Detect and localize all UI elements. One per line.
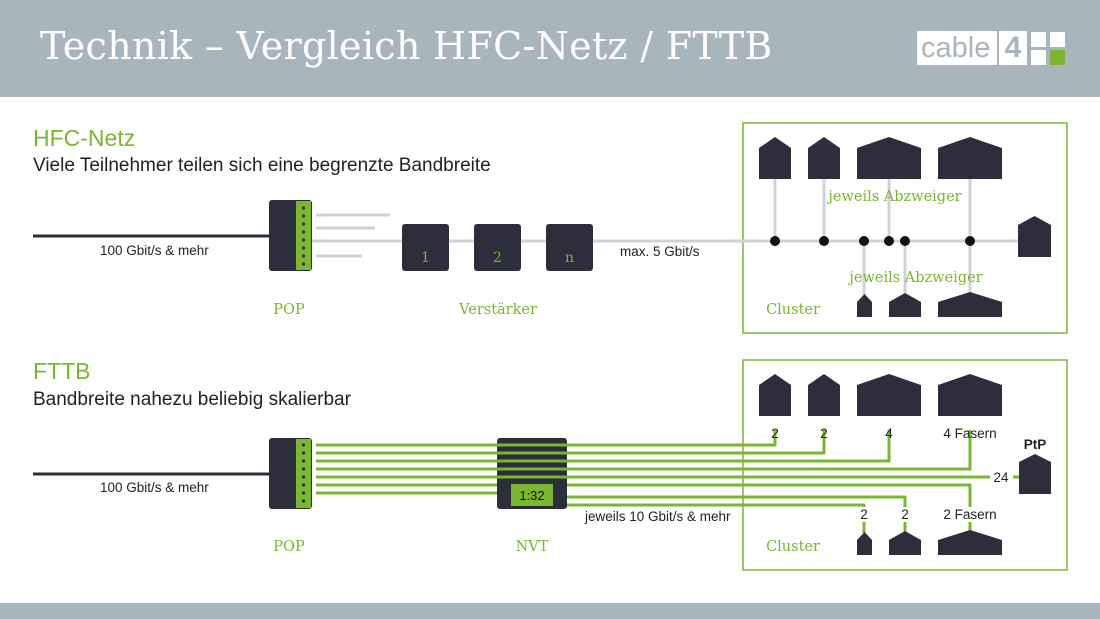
fttb-pop-ports (301, 443, 306, 503)
hfc-section: 100 Gbit/s & mehr POP 1 2 n Verstärker m… (33, 122, 1068, 334)
ptp-house-roof (1019, 454, 1051, 462)
amplifier-n-box (546, 224, 593, 271)
hfc-house-right-body (1018, 225, 1051, 257)
amplifier-2-label: 2 (493, 250, 502, 266)
footer-bar (0, 603, 1100, 619)
hfc-cluster-label: Cluster (766, 302, 820, 318)
fttb-cluster-label: Cluster (766, 539, 820, 555)
amplifier-1-label: 1 (421, 250, 430, 266)
splitter-ratio: 1:32 (519, 488, 544, 503)
fiber-count-house-2: 2 (820, 426, 828, 441)
logo-number: 4 (999, 31, 1027, 65)
splitter-box (511, 484, 553, 506)
hfc-house-right-roof (1018, 216, 1051, 225)
fttb-houses-top (759, 374, 1002, 416)
fiber-count-house-7: 2 Fasern (943, 507, 996, 522)
ptp-house-body (1019, 462, 1051, 494)
amplifier-n-label: n (565, 250, 574, 266)
logo-square-4 (1050, 50, 1065, 65)
hfc-title: HFC-Netz (33, 125, 136, 151)
fttb-title: FTTB (33, 358, 91, 384)
amplifier-2-box (474, 224, 521, 271)
hfc-input-speed: 100 Gbit/s & mehr (100, 243, 209, 258)
hfc-tap-label-bottom: jeweils Abzweiger (847, 270, 982, 286)
logo-text: cable (921, 32, 991, 64)
nvt-passthrough-lines (497, 443, 567, 479)
hfc-pop-label: POP (273, 302, 305, 318)
amplifier-label: Verstärker (458, 302, 537, 318)
ptp-fiber-count: 24 (993, 470, 1009, 485)
hfc-houses-bottom (857, 292, 1002, 317)
page-title: Technik – Vergleich HFC-Netz / FTTB (40, 24, 773, 68)
fttb-houses-bottom (857, 530, 1002, 555)
logo-square-3 (1031, 50, 1046, 65)
fiber-count-house-1: 2 (771, 426, 779, 441)
nvt-label: NVT (516, 539, 549, 555)
hfc-subtitle: Viele Teilnehmer teilen sich eine begren… (33, 155, 491, 176)
fiber-count-house-3: 4 (885, 426, 893, 441)
fiber-count-house-4: 4 Fasern (943, 426, 996, 441)
fttb-pop-label: POP (273, 539, 305, 555)
logo-square-2 (1050, 32, 1065, 47)
hfc-pop-ports (301, 206, 306, 266)
fiber-count-house-6: 2 (901, 507, 909, 522)
hfc-houses-top (759, 137, 1002, 179)
fttb-subtitle: Bandbreite nahezu beliebig skalierbar (33, 389, 351, 410)
amplifier-1-box (402, 224, 449, 271)
ptp-label: PtP (1024, 437, 1047, 452)
hfc-cluster-frame (742, 122, 1068, 334)
logo-text-box: cable (917, 31, 997, 65)
fttb-cluster-frame (742, 359, 1068, 571)
hfc-pop-port-strip (296, 201, 311, 270)
fttb-section: 100 Gbit/s & mehr POP 1:32 NVT jeweils 1… (33, 359, 1068, 571)
fttb-input-speed: 100 Gbit/s & mehr (100, 480, 209, 495)
header-bar: Technik – Vergleich HFC-Netz / FTTB cabl… (0, 0, 1100, 97)
hfc-tap-label-top: jeweils Abzweiger (826, 189, 961, 205)
hfc-tap-points (770, 236, 975, 246)
logo-square-1 (1031, 32, 1046, 47)
hfc-max-speed: max. 5 Gbit/s (620, 244, 700, 259)
fttb-speed-label: jeweils 10 Gbit/s & mehr (584, 509, 731, 524)
fttb-pop-port-strip (296, 439, 311, 508)
fiber-count-house-5: 2 (860, 507, 868, 522)
